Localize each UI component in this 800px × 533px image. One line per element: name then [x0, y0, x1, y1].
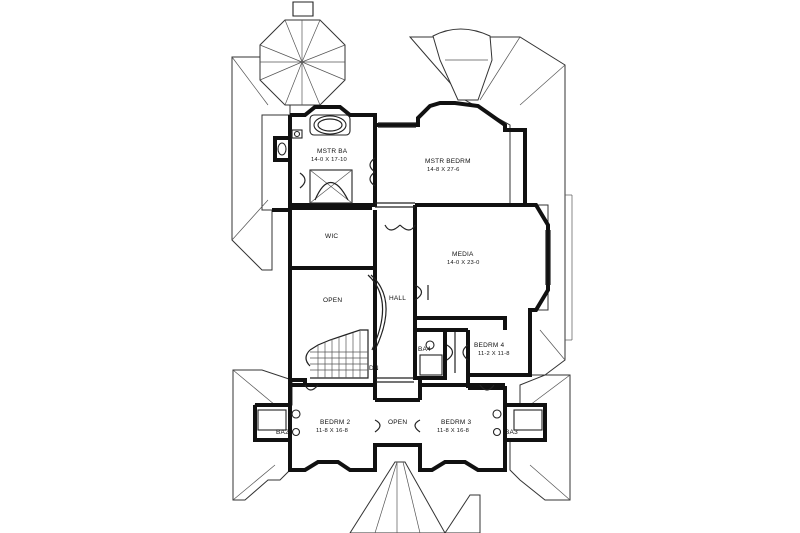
- label-mstr-bedrm: MSTR BEDRM: [425, 158, 471, 165]
- label-hall: HALL: [389, 295, 406, 302]
- label-mstr-ba: MSTR BA: [317, 148, 348, 155]
- label-open-lower: OPEN: [388, 419, 407, 426]
- stair: [305, 274, 387, 379]
- roof-lines: [231, 36, 573, 533]
- label-ba3: BA3: [505, 429, 518, 436]
- label-open-upper: OPEN: [323, 297, 342, 304]
- label-media: MEDIA: [452, 251, 474, 258]
- turret-roof: [259, 1, 346, 106]
- label-dn: DN: [369, 365, 379, 372]
- label-wic: WIC: [325, 233, 338, 240]
- size-mstr-ba: 14-0 X 17-10: [311, 157, 347, 163]
- windows: [375, 122, 551, 383]
- size-bedrm-3: 11-8 X 16-8: [437, 428, 469, 434]
- size-media: 14-0 X 23-0: [447, 260, 480, 266]
- size-bedrm-2: 11-8 X 16-8: [316, 428, 348, 434]
- fixtures: [257, 114, 543, 437]
- label-ba2: BA2: [276, 429, 289, 436]
- label-ba4: BA4: [418, 346, 431, 353]
- walls: [253, 101, 550, 472]
- bay-roof-top: [432, 28, 493, 101]
- room-labels: MSTR BA 14-0 X 17-10 MSTR BEDRM 14-8 X 2…: [276, 148, 518, 436]
- size-mstr-bedrm: 14-8 X 27-6: [427, 167, 460, 173]
- label-bedrm-4: BEDRM 4: [474, 342, 504, 349]
- label-bedrm-3: BEDRM 3: [441, 419, 471, 426]
- label-bedrm-2: BEDRM 2: [320, 419, 350, 426]
- size-bedrm-4: 11-2 X 11-8: [478, 351, 510, 357]
